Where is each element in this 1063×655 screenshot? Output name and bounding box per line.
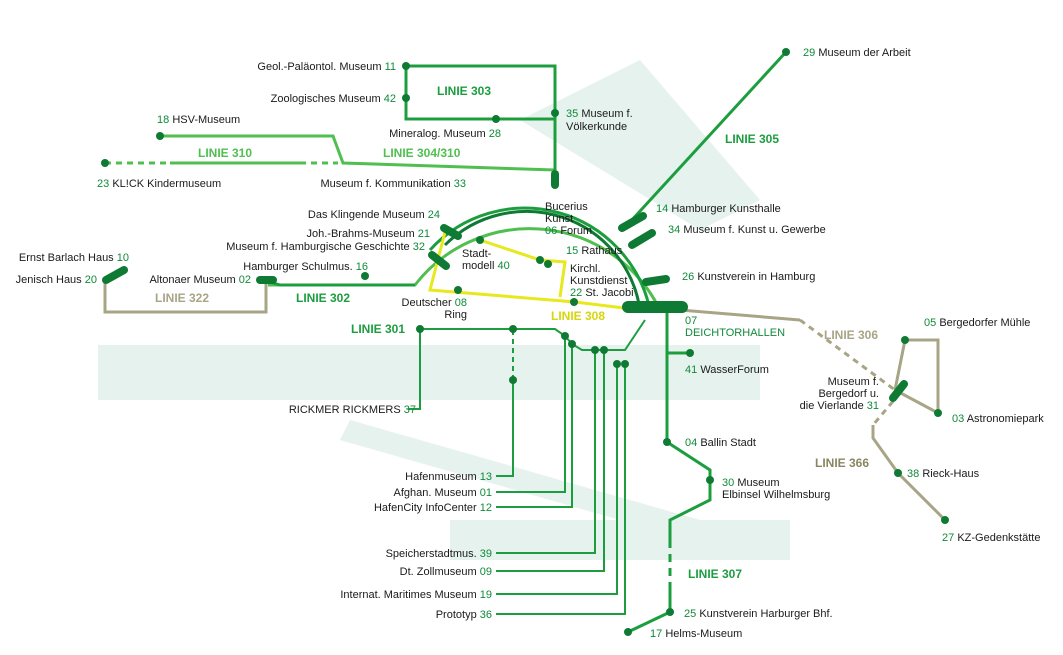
stop-12-label: HafenCity InfoCenter 12 xyxy=(374,502,492,514)
stop-24-label: Das Klingende Museum 24 xyxy=(308,209,440,221)
line-301 xyxy=(408,319,646,615)
stop-01-label: Afghan. Museum 01 xyxy=(394,487,492,499)
stop-22-label-2: Kunstdienst xyxy=(570,275,627,287)
stop-30-label-1: 30 Museum xyxy=(722,477,780,489)
stop-42-label: Zoologisches Museum 42 xyxy=(271,93,396,105)
stop-08-label-2: Ring xyxy=(444,309,467,321)
stop-29-label: 29 Museum der Arbeit xyxy=(803,47,911,59)
stop-36-label: Prototyp 36 xyxy=(436,609,492,621)
stop-31-label-3: die Vierlande 31 xyxy=(800,400,879,412)
stop-25-label: 25 Kunstverein Harburger Bhf. xyxy=(684,608,833,620)
stop-09-label: Dt. Zollmuseum 09 xyxy=(400,566,492,578)
stop-28-label: Mineralog. Museum 28 xyxy=(389,128,501,140)
stop-26-label: 26 Kunstverein in Hamburg xyxy=(682,271,815,283)
stop-27-label: 27 KZ-Gedenkstätte xyxy=(942,532,1040,544)
line-310-304 xyxy=(105,134,556,172)
stop-06-label-2: Kunst xyxy=(545,213,573,225)
stop-03-label: 03 Astronomiepark xyxy=(952,413,1044,425)
stop-37-label: RICKMER RICKMERS 37 xyxy=(289,404,416,416)
stop-40-label-2: modell 40 xyxy=(462,260,510,272)
label-linie-366: LINIE 366 xyxy=(815,456,869,470)
stop-10-label: Ernst Barlach Haus 10 xyxy=(19,252,129,264)
stop-21-label: Joh.-Brahms-Museum 21 xyxy=(306,228,430,240)
hub-bars xyxy=(102,170,908,402)
stop-35-label-2: Völkerkunde xyxy=(566,121,627,133)
stop-13-label: Hafenmuseum 13 xyxy=(405,471,492,483)
stop-41-label: 41 WasserForum xyxy=(685,364,769,376)
label-linie-303: LINIE 303 xyxy=(437,84,491,98)
line-306-366 xyxy=(679,308,947,522)
line-305 xyxy=(628,50,788,224)
label-linie-322: LINIE 322 xyxy=(155,291,209,305)
label-linie-301: LINIE 301 xyxy=(351,322,405,336)
label-linie-305: LINIE 305 xyxy=(725,132,779,146)
stop-32-label: Museum f. Hamburgische Geschichte 32 xyxy=(226,241,425,253)
stop-06-label-1: Bucerius xyxy=(545,201,588,213)
stop-07-num: 07 xyxy=(685,315,697,327)
stop-labels: Geol.-Paläontol. Museum 11 Zoologisches … xyxy=(16,47,1045,640)
stop-05-label: 05 Bergedorfer Mühle xyxy=(924,317,1030,329)
stop-17-label: 17 Helms-Museum xyxy=(650,628,742,640)
line-labels: LINIE 303 LINIE 305 LINIE 310 LINIE 304/… xyxy=(155,84,878,581)
label-linie-302: LINIE 302 xyxy=(296,291,350,305)
stop-20-label: Jenisch Haus 20 xyxy=(16,274,97,286)
stop-31-label-1: Museum f. xyxy=(828,376,879,388)
line-303 xyxy=(404,64,557,170)
stop-38-label: 38 Rieck-Haus xyxy=(907,468,980,480)
stop-39-label: Speicherstadtmus. 39 xyxy=(386,548,492,560)
stop-dots xyxy=(101,48,949,636)
stop-19-label: Internat. Maritimes Museum 19 xyxy=(340,589,492,601)
stop-31-label-2: Bergedorf u. xyxy=(818,388,879,400)
stop-04-label: 04 Ballin Stadt xyxy=(685,437,756,449)
label-linie-307: LINIE 307 xyxy=(688,567,742,581)
stop-08-label-1: Deutscher 08 xyxy=(402,297,467,309)
label-linie-304-310: LINIE 304/310 xyxy=(383,146,461,160)
stop-30-label-2: Elbinsel Wilhelmsburg xyxy=(722,489,830,501)
stop-40-label-1: Stadt- xyxy=(462,248,492,260)
stop-23-label: 23 KL!CK Kindermuseum xyxy=(97,178,221,190)
stop-16-label: Hamburger Schulmus. 16 xyxy=(243,261,368,273)
stop-14-label: 14 Hamburger Kunsthalle xyxy=(656,203,781,215)
stop-33-label: Museum f. Kommunikation 33 xyxy=(320,178,466,190)
label-linie-310: LINIE 310 xyxy=(198,146,252,160)
label-linie-306: LINIE 306 xyxy=(824,328,878,342)
stop-22-label-1: Kirchl. xyxy=(570,263,601,275)
stop-06-label-3: 06 Forum xyxy=(545,225,592,237)
stop-02-label: Altonaer Museum 02 xyxy=(149,274,251,286)
stop-22-label-3: 22 St. Jacobi xyxy=(570,287,634,299)
stop-18-label: 18 HSV-Museum xyxy=(157,114,240,126)
stop-15-label: 15 Rathaus xyxy=(566,245,623,257)
stop-11-label: Geol.-Paläontol. Museum 11 xyxy=(257,61,396,73)
stop-34-label: 34 Museum f. Kunst u. Gewerbe xyxy=(668,224,826,236)
label-linie-308: LINIE 308 xyxy=(551,309,605,323)
line-302 xyxy=(269,280,415,287)
stop-07-label: DEICHTORHALLEN xyxy=(685,327,785,339)
stop-35-label: 35 Museum f. xyxy=(566,108,633,120)
